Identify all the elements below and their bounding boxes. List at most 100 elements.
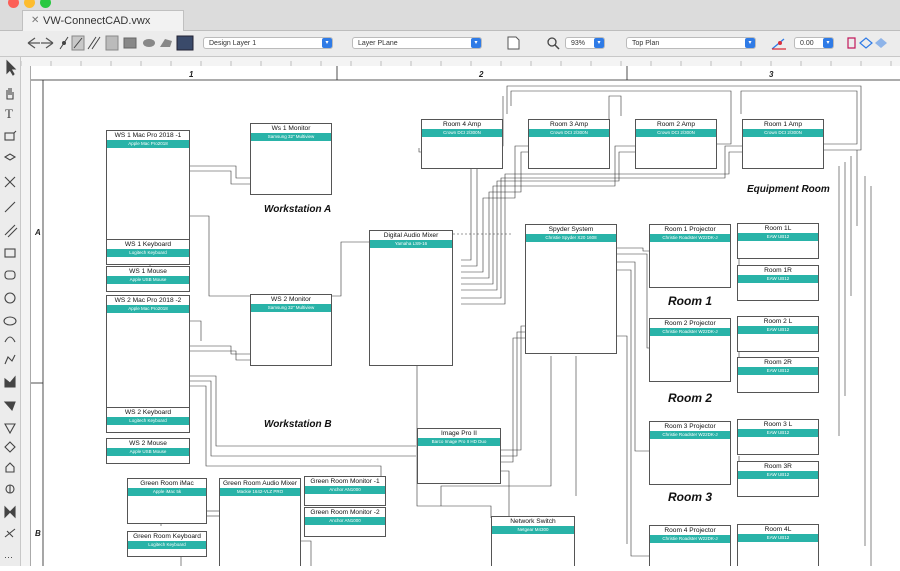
device-title: Green Room iMac <box>140 480 194 487</box>
drawing-canvas[interactable]: 1 2 3 A B <box>31 66 900 566</box>
device-room2-amp[interactable]: Room 2 Amp Crown DCI 2/300N <box>635 119 717 169</box>
oval-icon[interactable] <box>143 39 155 47</box>
device-title: Green Room Monitor -1 <box>310 478 380 485</box>
render-mode-icon[interactable] <box>847 37 887 49</box>
tool-icons[interactable]: T ⋯ <box>0 57 20 566</box>
device-room4-projector[interactable]: Room 4 Projector Christie Roadster W22DK… <box>649 525 731 566</box>
polygon-icon[interactable] <box>160 39 172 47</box>
tool-palette: T ⋯ <box>0 57 21 566</box>
rectangle-icon[interactable] <box>123 37 137 49</box>
device-room-2r-speaker[interactable]: Room 2R EAW UB12 <box>737 357 819 393</box>
device-green-room-audio-mixer[interactable]: Green Room Audio Mixer Mackie 1642-VLZ P… <box>219 478 301 566</box>
device-room-2l-speaker[interactable]: Room 2 L EAW UB12 <box>737 316 819 352</box>
minimize-window-button[interactable] <box>24 0 35 8</box>
chevron-down-icon: ▾ <box>471 38 481 48</box>
close-tab-icon[interactable]: ✕ <box>31 15 40 26</box>
rotate-view-icon[interactable] <box>771 38 786 50</box>
area-label-workstation-a: Workstation A <box>264 204 332 215</box>
sheet-border <box>31 66 900 566</box>
device-model: EAW UB12 <box>738 534 818 542</box>
device-room-3l-speaker[interactable]: Room 3 L EAW UB12 <box>737 419 819 455</box>
device-room4-amp[interactable]: Room 4 Amp Crown DCI 2/300N <box>421 119 503 169</box>
area-label-room-1: Room 1 <box>668 294 713 308</box>
svg-text:⋯: ⋯ <box>4 552 13 562</box>
device-room-1l-speaker[interactable]: Room 1L EAW UB12 <box>737 223 819 259</box>
sheet-layer-select[interactable]: Layer PLane▾ <box>352 37 482 49</box>
view-bar-icons <box>27 35 887 51</box>
area-label-room-3: Room 3 <box>668 490 713 504</box>
device-title: Room 2 L <box>763 318 793 325</box>
device-green-room-monitor-1[interactable]: Green Room Monitor -1 Anchor AN1000 <box>304 476 386 506</box>
device-ws2-keyboard[interactable]: WS 2 Keyboard Logitech Keyboard <box>106 407 190 433</box>
device-title: WS 2 Mouse <box>129 440 167 447</box>
rotation-field[interactable]: 0.00▾ <box>794 37 834 49</box>
document-tab[interactable]: ✕ VW-ConnectCAD.vwx <box>22 10 184 31</box>
device-model: Crown DCI 2/300N <box>743 129 823 137</box>
device-model: Yamaha LS9-16 <box>370 240 452 248</box>
device-model: Crown DCI 2/300N <box>422 129 502 137</box>
device-image-pro[interactable]: Image Pro II Barco Image Pro II HD Duo <box>417 428 501 484</box>
device-ws1-mac[interactable]: WS 1 Mac Pro 2018 -1 Apple Mac Pro2018 <box>106 130 190 244</box>
column-label-3: 3 <box>769 70 774 79</box>
vertical-ruler[interactable] <box>21 66 31 566</box>
device-room3-amp[interactable]: Room 3 Amp Crown DCI 2/300N <box>528 119 610 169</box>
device-title: Room 2 Projector <box>664 320 716 327</box>
title-bar: ✕ VW-ConnectCAD.vwx <box>0 0 900 31</box>
device-model: EAW UB12 <box>738 429 818 437</box>
svg-text:T: T <box>5 106 13 121</box>
chevron-down-icon: ▾ <box>322 38 332 48</box>
device-room3-projector[interactable]: Room 3 Projector Christie Roadster W22DK… <box>649 421 731 485</box>
device-title: WS 1 Mac Pro 2018 -1 <box>114 132 182 139</box>
device-title: Room 4 Projector <box>664 527 716 534</box>
device-model: Christie Roadster W22DK-J <box>650 535 730 543</box>
area-label-room-2: Room 2 <box>668 391 713 405</box>
device-room2-projector[interactable]: Room 2 Projector Christie Roadster W22DK… <box>649 318 731 382</box>
device-room-1r-speaker[interactable]: Room 1R EAW UB12 <box>737 265 819 301</box>
device-title: WS 1 Keyboard <box>124 241 172 248</box>
area-label-equipment-room: Equipment Room <box>747 184 830 195</box>
device-ws1-monitor[interactable]: Ws 1 Monitor Samsung 32" Multiview <box>250 123 332 195</box>
zoom-icon[interactable] <box>547 37 557 47</box>
device-ws2-mac[interactable]: WS 2 Mac Pro 2018 -2 Apple Mac Pro2018 <box>106 295 190 411</box>
device-green-room-monitor-2[interactable]: Green Room Monitor -2 Anchor AN1000 <box>304 507 386 537</box>
device-ws2-mouse[interactable]: WS 2 Mouse Apple USB Mouse <box>106 438 190 464</box>
device-ws2-monitor[interactable]: WS 2 Monitor Samsung 32" Multiview <box>250 294 332 366</box>
design-layer-value: Design Layer 1 <box>209 40 257 47</box>
device-title: WS 2 Mac Pro 2018 -2 <box>114 297 182 304</box>
close-window-button[interactable] <box>8 0 19 8</box>
device-title: Image Pro II <box>441 430 477 437</box>
device-title: Room 4L <box>764 526 792 533</box>
device-model: Christie Roadster W22DK-J <box>650 234 730 242</box>
zoom-select[interactable]: 93%▾ <box>565 37 605 49</box>
chevron-down-icon: ▾ <box>823 38 833 48</box>
device-model: Logitech Keyboard <box>107 249 189 257</box>
device-room-4l-speaker[interactable]: Room 4L EAW UB12 <box>737 524 819 566</box>
page-icon[interactable] <box>507 36 520 50</box>
fill-swatch-icon[interactable] <box>105 35 119 51</box>
device-model: EAW UB12 <box>738 233 818 241</box>
device-ws1-mouse[interactable]: WS 1 Mouse Apple USB Mouse <box>106 266 190 292</box>
device-network-switch[interactable]: Network Switch Netgear M4300 <box>491 516 575 566</box>
device-spyder-system[interactable]: Spyder System Christie Spyder X20 1608 <box>525 224 617 354</box>
chevron-down-icon: ▾ <box>745 38 755 48</box>
snap-icons[interactable] <box>59 35 101 51</box>
device-ws1-keyboard[interactable]: WS 1 Keyboard Logitech Keyboard <box>106 239 190 265</box>
layer-settings-icon[interactable] <box>176 35 194 51</box>
device-room1-projector[interactable]: Room 1 Projector Christie Roadster W22DK… <box>649 224 731 288</box>
device-title: Room 3R <box>764 463 792 470</box>
view-select[interactable]: Top Plan▾ <box>626 37 756 49</box>
device-model: Christie Roadster W22DK-J <box>650 431 730 439</box>
zoom-window-button[interactable] <box>40 0 51 8</box>
device-green-room-imac[interactable]: Green Room iMac Apple iMac 5k <box>127 478 207 524</box>
device-room1-amp[interactable]: Room 1 Amp Crown DCI 2/300N <box>742 119 824 169</box>
back-forward-icon[interactable] <box>27 37 54 49</box>
device-green-room-keyboard[interactable]: Green Room Keyboard Logitech Keyboard <box>127 531 207 557</box>
device-room-3r-speaker[interactable]: Room 3R EAW UB12 <box>737 461 819 497</box>
device-title: Room 3 Amp <box>549 121 589 128</box>
chevron-down-icon: ▾ <box>594 38 604 48</box>
device-digital-audio-mixer[interactable]: Digital Audio Mixer Yamaha LS9-16 <box>369 230 453 366</box>
design-layer-select[interactable]: Design Layer 1 ▾ <box>203 37 333 49</box>
device-title: Room 2 Amp <box>656 121 696 128</box>
device-title: Room 4 Amp <box>442 121 482 128</box>
device-title: WS 1 Mouse <box>129 268 167 275</box>
